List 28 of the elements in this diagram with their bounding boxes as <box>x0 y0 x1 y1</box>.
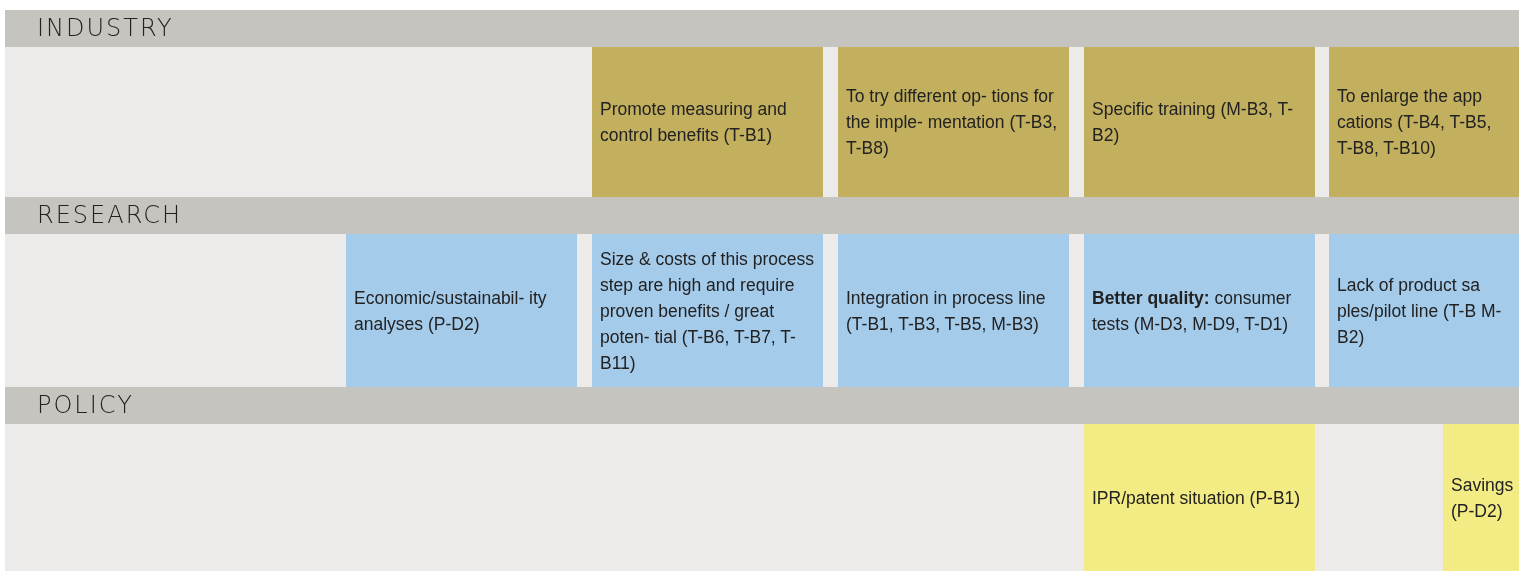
note-card <box>592 47 823 197</box>
note-card <box>346 234 577 387</box>
note-card <box>1329 47 1519 197</box>
card-text: Savings (P-D2) <box>1451 473 1514 523</box>
note-card <box>592 234 823 387</box>
swimlane <box>5 10 1519 197</box>
note-card <box>1329 234 1519 387</box>
lane-header: RESEARCH <box>5 197 1519 234</box>
note-card <box>1084 47 1315 197</box>
card-text: IPR/patent situation (P-B1) <box>1092 486 1301 510</box>
note-card <box>1443 424 1519 571</box>
note-card <box>1084 424 1315 571</box>
card-text: To try different op- tions for the imple- mentation (T-B3, T-B8) <box>846 85 1059 160</box>
lane-header: INDUSTRY <box>5 10 1519 47</box>
card-text: Size & costs of this process step are high and require proven benefits / great poten- tial (T-B6, T-B7, T-B11) <box>600 247 815 375</box>
lane-header: POLICY <box>5 387 1519 424</box>
card-text: Better quality: consumer tests (M-D3, M-D9, T-D1) <box>1092 286 1293 336</box>
card-text: Promote measuring and control benefits (T-B1) <box>600 98 788 147</box>
note-card <box>1084 234 1315 387</box>
swimlane <box>5 387 1519 571</box>
card-text: Specific training (M-B3, T-B2) <box>1092 98 1294 147</box>
note-card <box>838 234 1069 387</box>
card-text: Integration in process line (T-B1, T-B3, T-B5, M-B3) <box>846 286 1047 336</box>
note-card <box>838 47 1069 197</box>
swimlane <box>5 197 1519 387</box>
card-text: Economic/sustainabil- ity analyses (P-D2) <box>354 286 548 336</box>
card-text: To enlarge the app cations (T-B4, T-B5, T-B8, T-B10) <box>1337 85 1493 160</box>
card-text: Lack of product sa ples/pilot line (T-B M-B2) <box>1337 273 1503 349</box>
